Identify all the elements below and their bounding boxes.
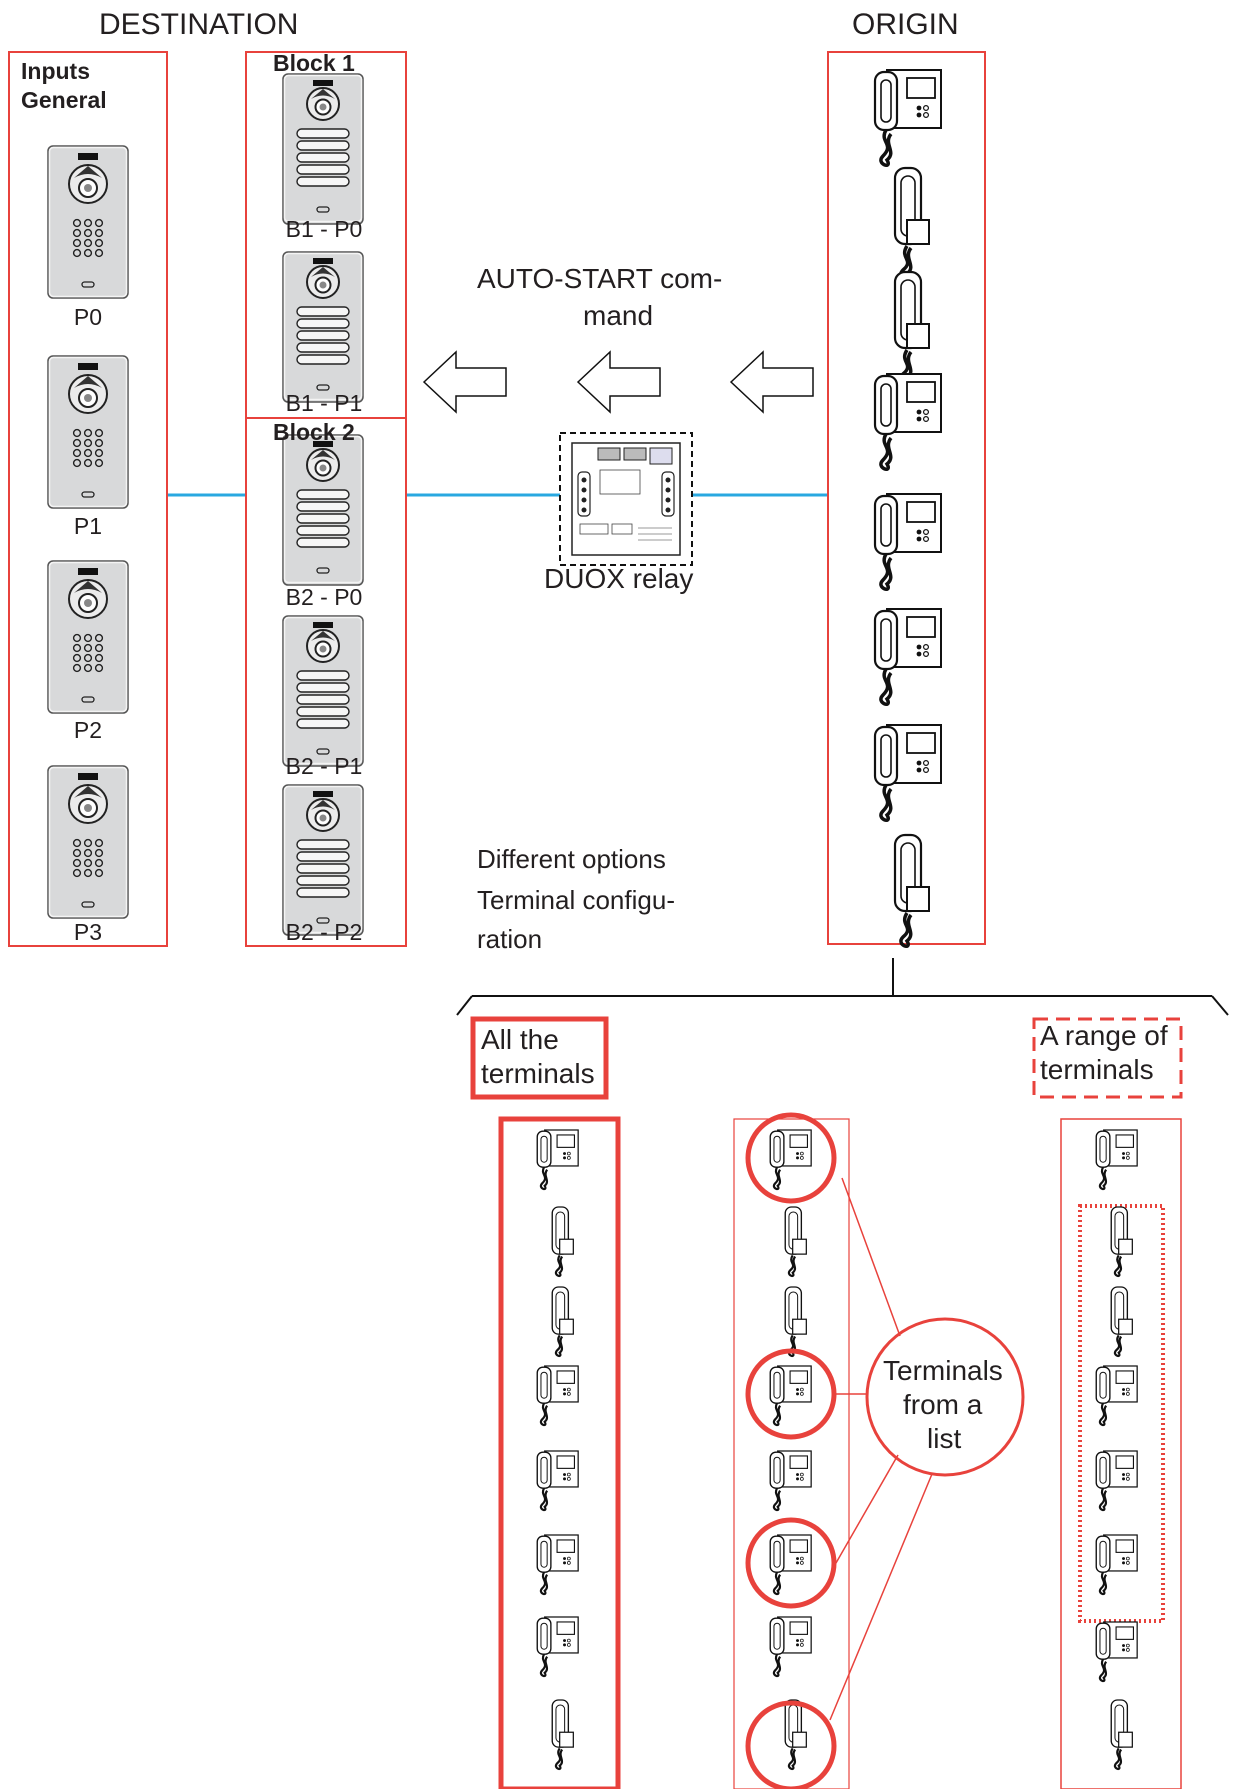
all-terminals-label-box [470, 1016, 609, 1100]
list-terminals-label-line2: from a [903, 1389, 983, 1420]
panel-label-b1p1: B1 - P1 [285, 390, 363, 416]
panel-label-p0: P0 [73, 304, 103, 330]
panel-label-b2p2: B2 - P2 [285, 919, 363, 945]
panel-label-p1: P1 [73, 513, 103, 539]
tree-left-end [456, 995, 473, 1016]
monitor-terminal [873, 723, 943, 822]
inputs-general-frame [8, 51, 168, 947]
tree-right-end [1211, 995, 1229, 1016]
block-2-label: Block 2 [273, 419, 355, 445]
entrance-panel-p1 [47, 355, 129, 509]
range-terminals-column [1060, 1118, 1182, 1789]
range-terminals-list [1095, 1128, 1139, 1771]
arrow-left-1 [423, 351, 507, 413]
entrance-panel-b1p1 [282, 251, 364, 403]
options-label-line2: Terminal configu- [477, 885, 675, 915]
selected-terminal-circle [745, 1700, 837, 1789]
origin-frame [827, 51, 986, 945]
range-terminals-label-line2: terminals [1040, 1054, 1154, 1085]
entrance-panel-p2 [47, 560, 129, 714]
panel-label-b2p1: B2 - P1 [285, 753, 363, 779]
inputs-general-label-line1: Inputs [21, 58, 90, 84]
autostart-label-line1: AUTO-START com- [477, 263, 723, 294]
list-terminals-label-line1: Terminals [883, 1355, 1003, 1386]
destination-header: DESTINATION [99, 8, 299, 41]
origin-header: ORIGIN [852, 8, 959, 41]
entrance-panel-b2p1 [282, 615, 364, 767]
callout-leader [841, 1177, 901, 1337]
callout-leader [829, 1473, 933, 1721]
entrance-panel-p0 [47, 145, 129, 299]
monitor-terminal [873, 492, 943, 591]
entrance-panel-b1p0 [282, 73, 364, 225]
list-terminals-label-line3: list [927, 1423, 962, 1454]
arrow-left-3 [730, 351, 814, 413]
relay-label: DUOX relay [544, 563, 694, 594]
monitor-terminal [873, 68, 943, 167]
all-terminals-column [498, 1116, 621, 1789]
entrance-panel-b2p0 [282, 434, 364, 586]
all-terminals-list [536, 1128, 580, 1771]
selected-terminal-circle [745, 1112, 837, 1204]
handset-terminal [893, 166, 931, 281]
list-terminals-list [769, 1128, 813, 1771]
block-1-label: Block 1 [273, 50, 355, 76]
all-terminals-label-line1: All the [481, 1024, 559, 1055]
selected-terminal-circle [745, 1348, 837, 1440]
panel-label-b1p0: B1 - P0 [285, 216, 363, 242]
entrance-panel-p3 [47, 765, 129, 919]
list-terminals-column [733, 1118, 850, 1789]
entrance-panel-b2p2 [282, 784, 364, 936]
options-label-line3: ration [477, 924, 543, 954]
range-terminals-label-line1: A range of [1040, 1020, 1168, 1051]
range-selection-box [1078, 1204, 1165, 1623]
inputs-general-label-line2: General [21, 87, 107, 113]
all-terminals-label-line2: terminals [481, 1058, 595, 1089]
terminals-from-list-callout [865, 1317, 1025, 1477]
autostart-label-line2: mand [583, 300, 654, 331]
options-label-line1: Different options [477, 844, 666, 874]
duox-relay-device [559, 432, 693, 566]
monitor-terminal [873, 372, 943, 471]
block-2-frame [245, 417, 407, 947]
callout-leader [835, 1454, 899, 1564]
panel-label-p3: P3 [73, 919, 103, 945]
panel-label-b2p0: B2 - P0 [285, 584, 363, 610]
selected-terminal-circle [745, 1517, 837, 1609]
arrow-left-2 [577, 351, 661, 413]
panel-label-p2: P2 [73, 717, 103, 743]
handset-terminal [893, 833, 931, 948]
monitor-terminal [873, 607, 943, 706]
range-terminals-label-box [1032, 1017, 1183, 1099]
handset-terminal [893, 270, 931, 385]
